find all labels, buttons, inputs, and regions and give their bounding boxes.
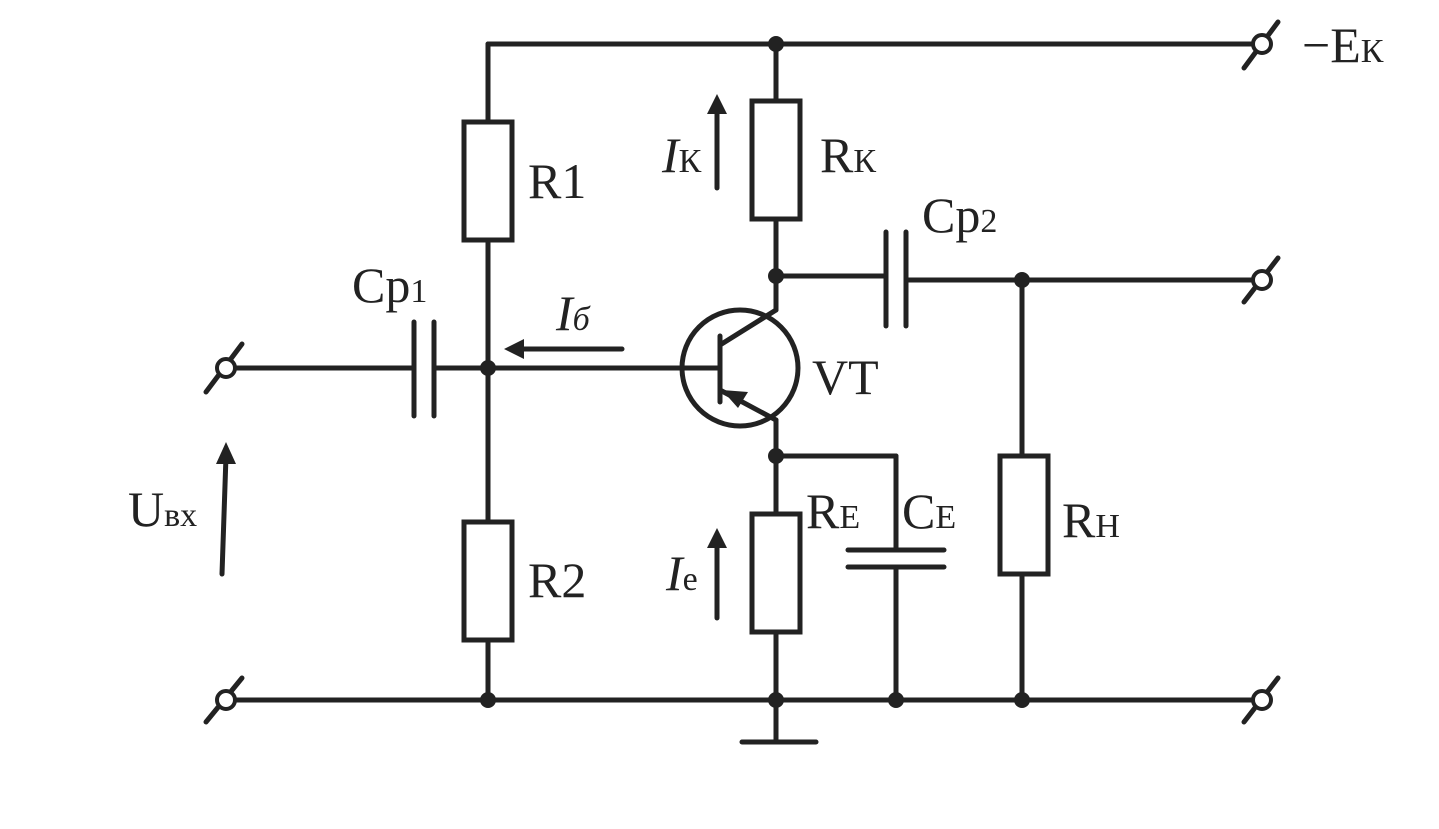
resistor-re xyxy=(749,511,803,635)
terminal-input-top xyxy=(203,341,245,395)
label-rk: RК xyxy=(820,127,876,183)
terminals xyxy=(203,19,1281,725)
label-ce: CE xyxy=(902,483,956,539)
arrow-uin xyxy=(219,453,229,577)
label-cp1: Cp1 xyxy=(352,257,427,313)
label-ik: IК xyxy=(661,127,702,183)
label-ib: Iб xyxy=(555,285,592,341)
capacitor-ce xyxy=(845,547,947,570)
current-arrows xyxy=(216,94,727,621)
label-uin: Uвх xyxy=(128,481,197,537)
terminal-output-top xyxy=(1241,255,1281,305)
label-rh: RН xyxy=(1062,492,1120,548)
terminal-output-bottom xyxy=(1241,675,1281,725)
label-supply: −EК xyxy=(1302,17,1384,73)
resistor-r1 xyxy=(461,119,515,243)
capacitor-cp2 xyxy=(883,229,909,329)
capacitor-cp1 xyxy=(411,319,437,419)
transistor-vt xyxy=(679,307,801,429)
terminal-supply xyxy=(1241,19,1281,71)
resistor-rh xyxy=(997,453,1051,577)
emitter-arrow xyxy=(722,390,748,408)
label-cp2: Cp2 xyxy=(922,187,997,243)
resistor-rk xyxy=(749,98,803,222)
label-re: RE xyxy=(806,483,860,539)
junctions xyxy=(480,36,1030,708)
terminal-input-bottom xyxy=(203,675,245,725)
label-r2: R2 xyxy=(528,552,586,608)
label-r1: R1 xyxy=(528,153,586,209)
label-ie: Ie xyxy=(665,545,698,601)
label-vt: VT xyxy=(812,349,879,405)
resistor-r2 xyxy=(461,519,515,643)
